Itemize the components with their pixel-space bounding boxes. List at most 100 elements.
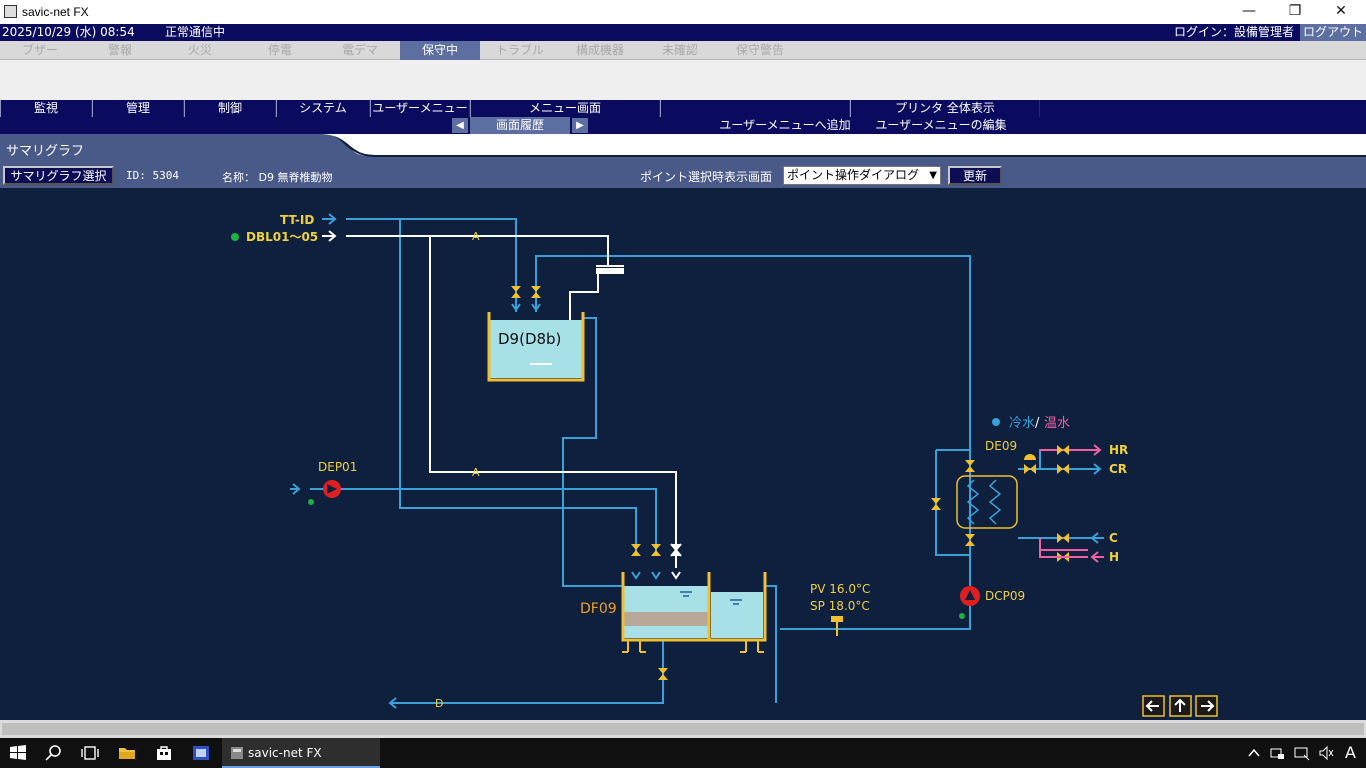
window-titlebar: savic-net FX — ❐ ✕ — [0, 0, 1366, 24]
tab-demand[interactable]: 電デマ — [341, 43, 378, 57]
tank-d9-wall — [487, 312, 585, 382]
tab-unconfirmed[interactable]: 未確認 — [661, 43, 698, 57]
label-c: C — [1109, 531, 1118, 545]
arrow-h — [1090, 551, 1104, 563]
sp-value: SP 18.0°C — [810, 599, 870, 613]
pump-dcp09-arrow — [965, 590, 975, 600]
valve-d9-1[interactable] — [511, 286, 521, 298]
tab-maintenance[interactable]: 保守中 — [400, 41, 480, 60]
summary-toolbar: サマリグラフ選択 ID: 5304 名称： D9 無脊椎動物 ポイント選択時表示… — [0, 162, 1366, 188]
label-chilled: 冷水 — [1009, 416, 1035, 431]
title-band-shape — [0, 134, 1366, 162]
app-launcher-icon[interactable] — [191, 743, 211, 763]
menu-control[interactable]: 制御 — [184, 100, 276, 117]
arrow-right-icon — [1201, 700, 1215, 712]
logout-button[interactable]: ログアウト — [1300, 24, 1366, 41]
arrows-d9-inlet — [511, 303, 541, 312]
valve-df09-3[interactable] — [670, 543, 682, 557]
store-icon[interactable] — [154, 743, 174, 763]
summary-select-button[interactable]: サマリグラフ選択 — [3, 166, 114, 185]
label-dep01: DEP01 — [318, 460, 357, 474]
menu-manage[interactable]: 管理 — [92, 100, 184, 117]
device-icon[interactable] — [1294, 745, 1310, 761]
arrow-hr — [1088, 444, 1102, 456]
process-diagram: TT-ID DBL01～05 A A D9(D8b) DEP01 — [0, 188, 1366, 720]
menu-user-menu[interactable]: ユーザーメニュー — [370, 100, 470, 117]
tank-df09-water — [623, 586, 709, 612]
nav-back-button[interactable] — [1142, 695, 1165, 717]
diagram-svg: TT-ID DBL01～05 A A D9(D8b) DEP01 — [231, 213, 1218, 717]
valve-de09-bypass[interactable] — [931, 498, 941, 510]
history-forward-icon[interactable]: ▶ — [572, 118, 588, 133]
tank-d9 — [489, 320, 583, 378]
tank-df09-wall — [621, 572, 767, 642]
chevron-up-icon[interactable] — [1248, 747, 1260, 759]
minimize-icon[interactable]: — — [1242, 3, 1256, 19]
label-df09: DF09 — [580, 601, 617, 617]
history-back-icon[interactable]: ◀ — [452, 118, 468, 133]
tank-df09-sump — [711, 592, 763, 638]
tab-buzzer[interactable]: ブザー — [21, 43, 58, 57]
taskbar-app-label: savic-net FX — [248, 746, 322, 760]
task-view-icon[interactable] — [80, 743, 100, 763]
ime-indicator[interactable]: A — [1345, 743, 1356, 762]
tab-power-outage[interactable]: 停電 — [267, 43, 292, 57]
add-user-menu-button[interactable]: ユーザーメニューへ追加 — [719, 118, 851, 132]
label-hr: HR — [1109, 443, 1128, 457]
taskbar-app-savic[interactable]: savic-net FX — [222, 738, 380, 768]
nav-up-button[interactable] — [1169, 695, 1192, 717]
scrollbar-thumb[interactable] — [2, 723, 1364, 735]
menu-monitor[interactable]: 監視 — [0, 100, 92, 117]
menu-bar: 監視 管理 制御 システム ユーザーメニュー メニュー画面 プリンタ 全体表示 — [0, 100, 1366, 117]
file-explorer-icon[interactable] — [117, 743, 137, 763]
pump-dep01-arrow — [327, 484, 337, 494]
valve-c-1[interactable] — [1057, 533, 1069, 543]
arrow-c — [1090, 532, 1104, 544]
valve-d9-2[interactable] — [531, 286, 541, 298]
windows-start-icon[interactable] — [8, 743, 28, 763]
heat-exchanger-de09[interactable] — [956, 475, 1018, 529]
horizontal-scrollbar[interactable] — [0, 720, 1366, 738]
arrow-up-icon — [1174, 698, 1186, 712]
label-slash: / — [1035, 416, 1040, 431]
valve-df09-1[interactable] — [631, 544, 641, 556]
volume-icon[interactable] — [1318, 745, 1334, 761]
history-button[interactable]: 画面履歴 — [470, 117, 570, 134]
valve-de09-top[interactable] — [965, 460, 975, 472]
chevron-down-icon: ▼ — [929, 170, 937, 181]
refresh-button[interactable]: 更新 — [948, 166, 1002, 185]
search-icon[interactable] — [44, 743, 64, 763]
menu-printer[interactable]: プリンタ 全体表示 — [850, 100, 1040, 117]
arrow-drain — [388, 697, 400, 709]
point-display-select[interactable]: ポイント操作ダイアログ ▼ — [783, 166, 941, 185]
water-level-marks — [680, 591, 742, 605]
network-icon[interactable] — [1270, 745, 1286, 761]
arrow-cr — [1088, 463, 1102, 475]
tab-components[interactable]: 構成機器 — [575, 43, 624, 57]
login-user: ログイン：設備管理者 — [1173, 25, 1294, 39]
valve-df09-drain[interactable] — [658, 668, 668, 680]
valve-de09-bottom[interactable] — [965, 534, 975, 546]
label-de09: DE09 — [985, 439, 1017, 453]
control-valve-de09[interactable] — [1024, 464, 1036, 474]
tank-d9-label: D9(D8b) — [498, 330, 561, 348]
tab-trouble[interactable]: トラブル — [495, 43, 544, 57]
nav-forward-button[interactable] — [1195, 695, 1218, 717]
valve-df09-2[interactable] — [651, 544, 661, 556]
restore-icon[interactable]: ❐ — [1288, 3, 1302, 19]
tab-alarm[interactable]: 警報 — [107, 43, 132, 57]
close-icon[interactable]: ✕ — [1335, 3, 1347, 19]
menu-system[interactable]: システム — [276, 100, 370, 117]
edit-user-menu-button[interactable]: ユーザーメニューの編集 — [875, 118, 1007, 132]
menu-blank[interactable] — [660, 100, 850, 117]
tab-fire[interactable]: 火災 — [187, 43, 212, 57]
temp-sensor[interactable] — [831, 616, 843, 622]
pipe-h-loop — [1039, 538, 1088, 558]
valve-hr-1[interactable] — [1057, 445, 1069, 455]
window-title: savic-net FX — [22, 5, 89, 19]
graph-id: ID: 5304 — [126, 169, 179, 182]
tab-maintenance-warning[interactable]: 保守警告 — [735, 43, 784, 57]
valve-cr-1[interactable] — [1057, 464, 1069, 474]
heat-exchanger-coils — [966, 479, 1002, 525]
menu-menu-screen[interactable]: メニュー画面 — [470, 100, 660, 117]
